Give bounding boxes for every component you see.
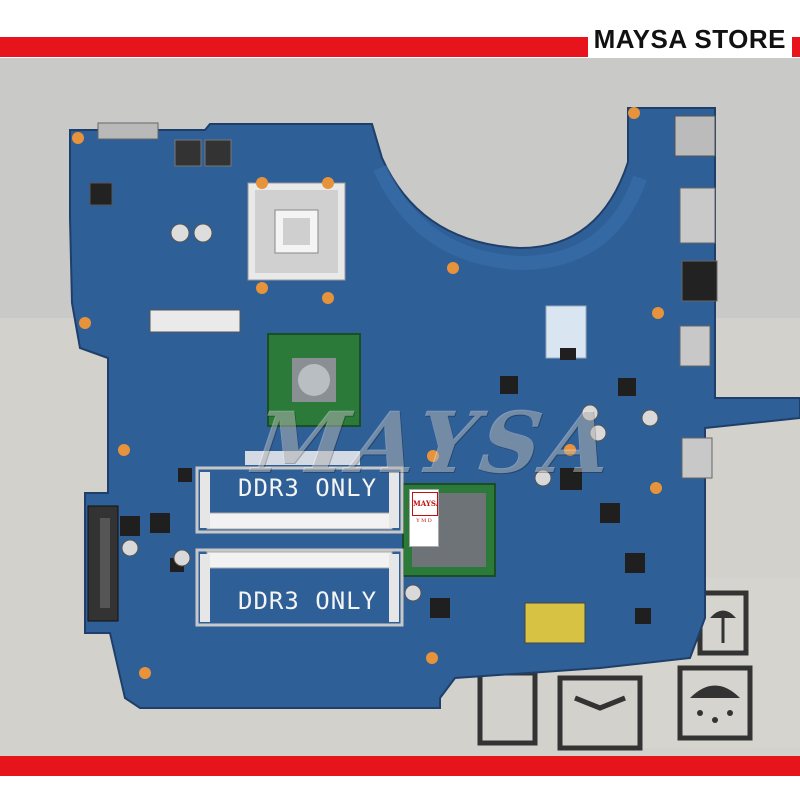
ram-slot-label-bottom: DDR3 ONLY [238,587,378,615]
fragile-icon [477,670,643,751]
motherboard-illustration [0,58,800,756]
bottom-red-banner [0,756,800,776]
ram-slot-top [195,466,404,534]
rain-icon [677,665,753,741]
store-name: MAYSA STORE [587,20,792,58]
cpu-socket [247,182,346,281]
sticker-brand: MAYSA [412,492,438,516]
ram-slot-bottom [195,548,404,627]
ram-slot-label-top: DDR3 ONLY [238,474,378,502]
watermark: MAYSA [248,393,622,492]
maysa-sticker: MAYSA Y M D [409,489,439,547]
box-icons [477,578,800,751]
northbridge-chip [267,333,361,427]
motherboard-photo: DDR3 ONLY DDR3 ONLY MAYSA Y M D MAYSA [0,58,800,756]
sticker-sub: Y M D [416,518,432,524]
